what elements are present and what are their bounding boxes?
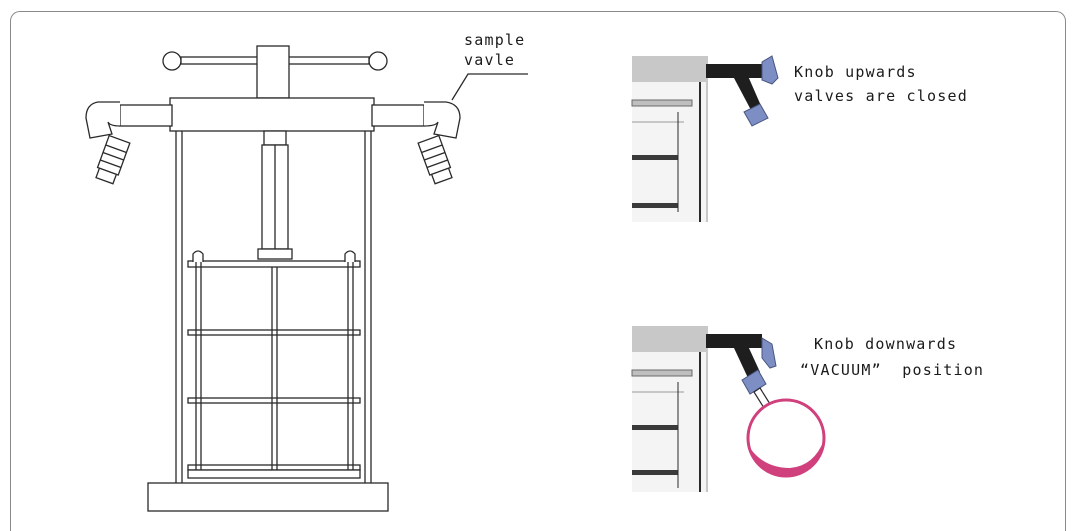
sample-valve-label-line2: vavle [464,51,516,69]
flask-icon [746,398,826,478]
inset-valve-vacuum [631,326,826,492]
figure-frame [10,11,1066,531]
base-plate [147,482,389,512]
handle-assembly [162,45,388,99]
valve-closed-caption: Knob upwards valves are closed [794,62,968,106]
vacuum-caption: Knob downwards “VACUUM” position [800,334,984,380]
left-sample-valve [85,101,131,185]
inset-valve-closed [631,55,779,222]
vacuum-caption-line2: “VACUUM” position [800,361,985,379]
manifold-bar [119,97,425,132]
acrylic-chamber [175,131,372,486]
valve-closed-caption-line2: valves are closed [794,87,968,105]
vacuum-caption-line1: Knob downwards [814,335,958,353]
right-sample-valve [417,101,461,185]
sample-valve-leader [451,73,528,101]
valve-closed-caption-line1: Knob upwards [794,63,917,81]
sample-valve-label-line1: sample [464,31,526,49]
central-shaft [257,130,293,260]
shelf-rack [187,250,361,479]
sample-valve-label: sample vavle [464,30,525,70]
